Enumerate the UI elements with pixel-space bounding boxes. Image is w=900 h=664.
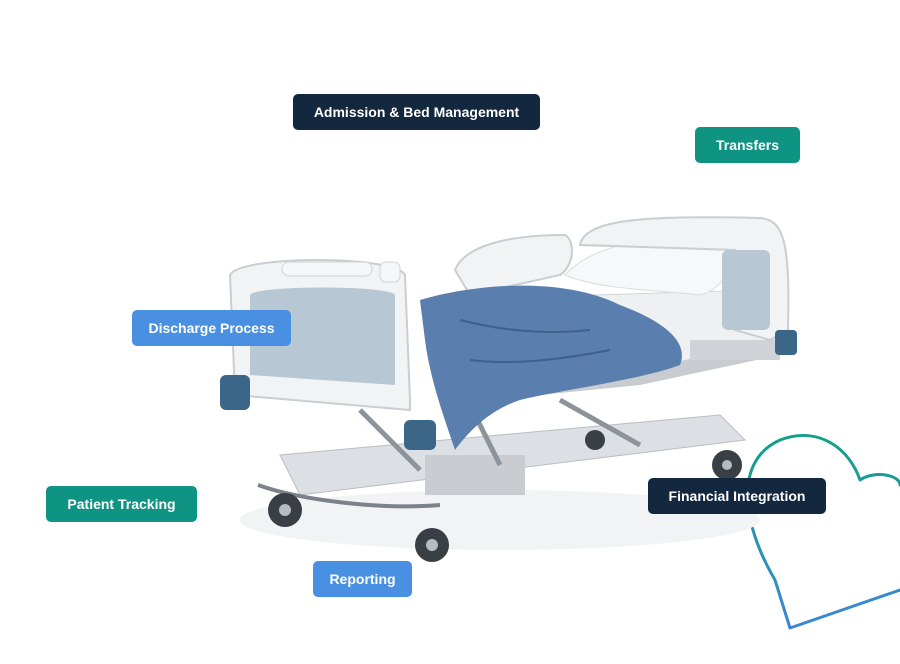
wheels	[268, 430, 742, 562]
patient-tracking-tag: Patient Tracking	[46, 486, 197, 522]
discharge-process-tag: Discharge Process	[132, 310, 291, 346]
transfers-tag: Transfers	[695, 127, 800, 163]
admission-bed-management-tag: Admission & Bed Management	[293, 94, 540, 130]
blanket	[420, 285, 682, 450]
reporting-tag: Reporting	[313, 561, 412, 597]
financial-integration-tag: Financial Integration	[648, 478, 826, 514]
